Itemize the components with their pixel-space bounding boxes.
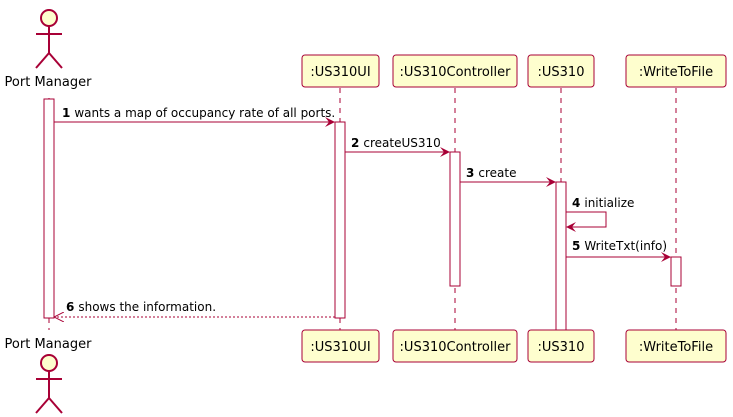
message-number: 1 (62, 106, 70, 120)
message-1: 1 wants a map of occupancy rate of all po… (54, 106, 335, 127)
stick-figure-icon (35, 9, 63, 69)
message-text: wants a map of occupancy rate of all por… (74, 106, 335, 120)
participant-label: :US310 (538, 340, 585, 355)
message-number: 4 (572, 196, 580, 210)
participant-wtf-bottom: :WriteToFile (625, 329, 727, 363)
activation-actor (43, 98, 55, 319)
participant-ctrl-top: :US310Controller (392, 54, 518, 88)
actor-label-top: Port Manager (5, 75, 93, 90)
participant-label: :WriteToFile (639, 340, 713, 355)
participant-us-bottom: :US310 (527, 329, 595, 363)
participant-label: :US310 (538, 65, 585, 80)
actor-top: Port Manager (5, 9, 93, 90)
participant-label: :US310Controller (400, 340, 512, 355)
message-2: 2 createUS310 (345, 136, 450, 157)
message-text: initialize (584, 196, 634, 210)
message-text: create (478, 166, 516, 180)
participant-label: :WriteToFile (639, 65, 713, 80)
activation-ui (334, 121, 346, 319)
activation-us (555, 181, 567, 331)
participant-label: :US310Controller (400, 65, 512, 80)
message-4: 4 initialize (566, 196, 634, 232)
activation-wtf (670, 256, 682, 287)
message-number: 5 (572, 239, 580, 253)
participant-label: :US310UI (310, 340, 370, 355)
message-5: 5 WriteTxt(info) (566, 239, 671, 262)
message-number: 3 (466, 166, 474, 180)
message-3: 3 create (460, 166, 556, 187)
participant-ctrl-bottom: :US310Controller (392, 329, 518, 363)
stick-figure-icon (35, 354, 63, 414)
message-text: createUS310 (363, 136, 440, 150)
message-number: 6 (66, 300, 74, 314)
actor-bottom: Port Manager (5, 337, 93, 414)
message-text: WriteTxt(info) (584, 239, 667, 253)
participant-ui-bottom: :US310UI (301, 329, 380, 363)
participant-label: :US310UI (310, 65, 370, 80)
activation-ctrl (449, 151, 461, 287)
message-number: 2 (351, 136, 359, 150)
message-text: shows the information. (78, 300, 216, 314)
participant-ui-top: :US310UI (301, 54, 380, 88)
message-6: 6 shows the information. (55, 300, 335, 317)
actor-label-bottom: Port Manager (5, 337, 93, 352)
participant-wtf-top: :WriteToFile (625, 54, 727, 88)
participant-us-top: :US310 (527, 54, 595, 88)
